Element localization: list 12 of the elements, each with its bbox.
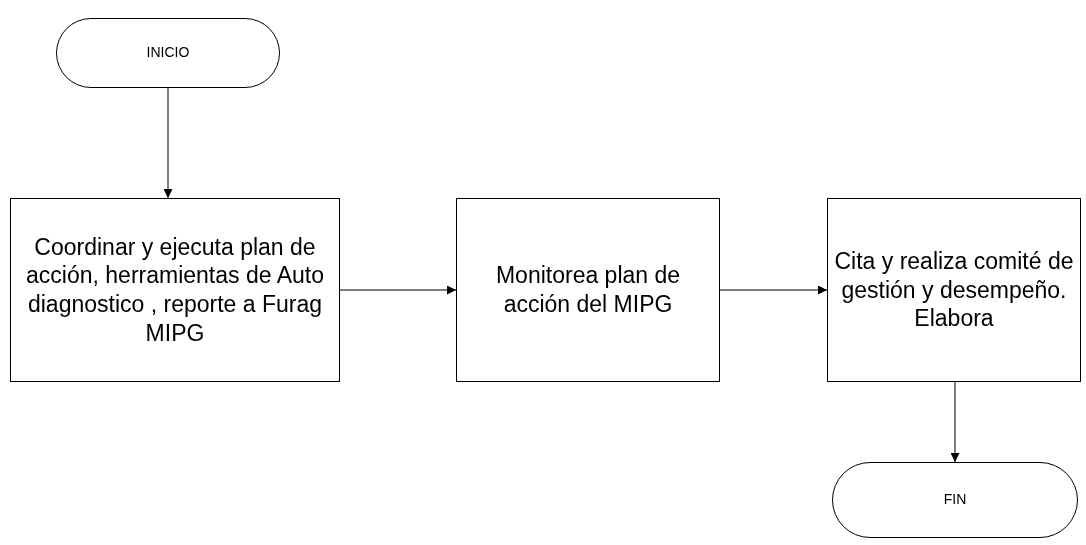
process-box	[827, 198, 1081, 382]
node-text: Monitorea plan de acción del MIPG	[494, 261, 682, 319]
node-text: FIN	[943, 491, 967, 509]
node-text: Cita y realiza comité de gestión y desempeño. Elabora	[834, 246, 1074, 334]
process-box	[10, 198, 340, 382]
node-text: Coordinar y ejecuta plan de acción, herramientas de Auto diagnostico , reporte a Furag MIPG	[25, 232, 325, 348]
process-box	[456, 198, 720, 382]
arrow	[719, 285, 828, 295]
arrow	[163, 87, 173, 199]
arrow	[950, 381, 960, 463]
node-text: INICIO	[146, 44, 190, 62]
arrow	[339, 285, 457, 295]
